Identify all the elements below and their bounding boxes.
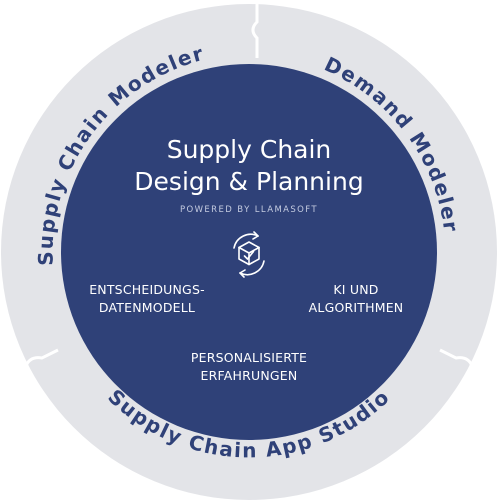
label-decision-model-line-2: DATENMODELL [99,300,195,315]
label-ai-algorithms-line-2: ALGORITHMEN [309,300,404,315]
ring-seam-right [439,348,491,378]
ring-seam-left [7,348,59,378]
label-personalized-line-2: ERFAHRUNGEN [201,368,298,383]
center-title-line-2: Design & Planning [134,167,363,196]
powered-by-label: POWERED BY LLAMASOFT [180,205,318,215]
label-personalized-line-1: PERSONALISIERTE [191,350,307,365]
center-title-line-1: Supply Chain [167,135,332,164]
rotating-cube-icon [233,231,265,278]
core-circle [61,64,437,440]
ring-seam-top [251,4,259,58]
ring-seams [7,4,491,378]
label-decision-model-line-1: ENTSCHEIDUNGS- [89,282,205,297]
label-ai-algorithms-line-1: KI UND [333,282,378,297]
